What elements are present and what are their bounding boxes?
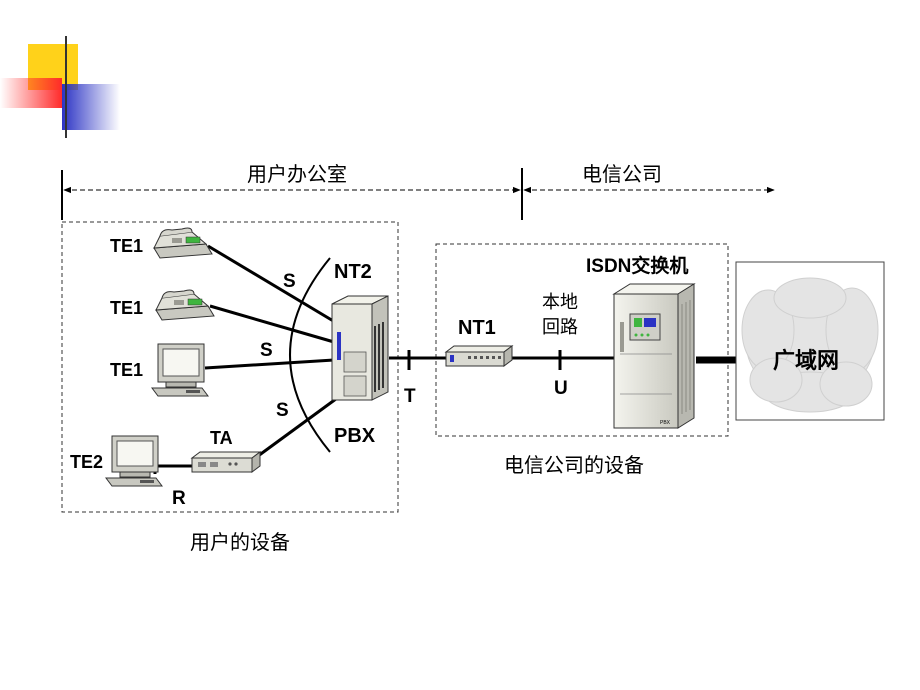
local-loop-label-line1: 本地 — [542, 292, 578, 312]
u-reference-label: U — [554, 378, 568, 399]
line-te1-a-to-nt2 — [207, 244, 336, 324]
region-markers: 用户办公室 电信公司 — [61, 160, 775, 220]
line-te1-b-to-nt2 — [209, 304, 335, 344]
t-reference-label: T — [404, 386, 416, 407]
te1-label: TE1 — [110, 298, 143, 318]
ta-label: TA — [210, 428, 233, 448]
computer-icon — [151, 343, 209, 397]
pbx-label: PBX — [334, 425, 376, 447]
s-reference-label: S — [283, 271, 296, 292]
nt2-label: NT2 — [334, 261, 372, 283]
s-reference-label: S — [260, 340, 273, 361]
nt1-label: NT1 — [458, 317, 496, 339]
user-equipment-box — [61, 221, 399, 513]
line-ta-to-nt2 — [257, 394, 341, 458]
s-reference-label: S — [276, 400, 289, 421]
cloud-icon — [741, 277, 879, 413]
s-reference-arc — [289, 257, 331, 453]
reference-point-labels: S S S R T U — [172, 271, 568, 509]
telecom-region-label: 电信公司 — [582, 163, 662, 186]
line-te1-c-to-nt2 — [204, 358, 335, 370]
slide-decoration — [0, 36, 880, 138]
telecom-equipment-box — [435, 243, 729, 437]
te1-label: TE1 — [110, 360, 143, 380]
r-reference-label: R — [172, 488, 186, 509]
wan-label: 广域网 — [773, 348, 839, 373]
te1-label: TE1 — [110, 236, 143, 256]
phone-icon — [155, 289, 215, 321]
local-loop-label-line2: 回路 — [542, 317, 578, 337]
isdn-switch-icon: PBX — [612, 283, 696, 429]
user-equipment-caption: 用户的设备 — [190, 531, 290, 554]
switch-model-label: PBX — [660, 420, 671, 426]
device-labels: TE1 TE1 TE1 TE2 TA NT2 PBX NT1 ISDN交换机 本… — [70, 236, 839, 472]
phone-icon — [153, 227, 213, 259]
computer-icon — [105, 435, 163, 487]
terminal-adapter-icon — [190, 451, 262, 473]
isdn-switch-label: ISDN交换机 — [586, 254, 688, 277]
telecom-equipment-caption: 电信公司的设备 — [504, 454, 644, 477]
deco-red-block — [0, 78, 62, 108]
deco-blue-block — [62, 84, 120, 130]
nt1-device-icon — [444, 345, 514, 367]
pbx-cabinet-icon — [331, 295, 389, 401]
te2-label: TE2 — [70, 452, 103, 472]
office-region-label: 用户办公室 — [247, 163, 347, 186]
